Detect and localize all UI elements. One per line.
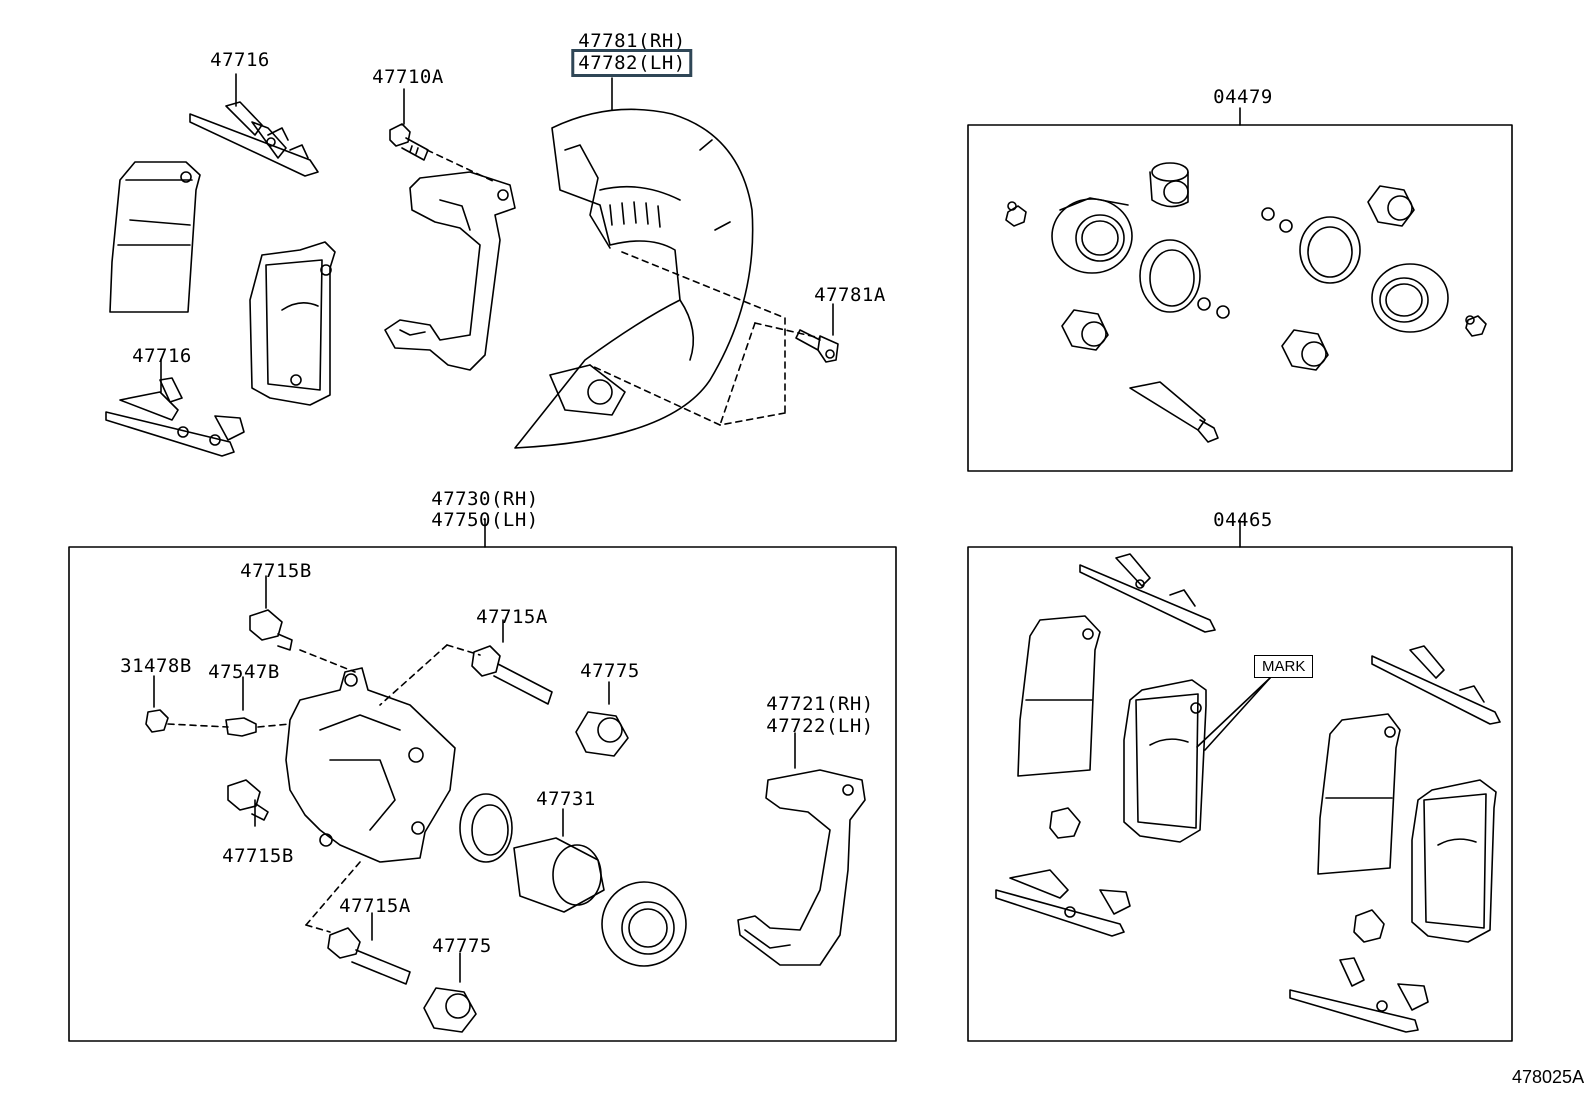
dust-cover-bolt bbox=[796, 330, 838, 362]
caliper-mounting-bracket bbox=[385, 172, 515, 370]
label-mounting-lh: 47722(LH) bbox=[766, 715, 874, 737]
label-bleeder-upper: 47715B bbox=[240, 560, 312, 582]
label-slide-pin-upper: 47715A bbox=[476, 606, 548, 628]
label-piston: 47731 bbox=[536, 788, 596, 810]
label-boot-lower: 47775 bbox=[432, 935, 492, 957]
label-dust-cover-lh: 47782(LH) bbox=[571, 49, 693, 77]
pad-kit-box bbox=[968, 547, 1512, 1041]
label-pad-fitting-lower: 47716 bbox=[132, 345, 192, 367]
disc-dust-cover bbox=[515, 109, 753, 448]
label-slide-pin-lower: 47715A bbox=[339, 895, 411, 917]
label-bleeder-lower: 47715B bbox=[222, 845, 294, 867]
dashed-guides bbox=[168, 150, 820, 932]
pad-fitting-kit-upper bbox=[190, 102, 318, 176]
cylinder-kit-box bbox=[968, 125, 1512, 471]
brake-pad-outer bbox=[110, 162, 200, 312]
label-cap: 31478B bbox=[120, 655, 192, 677]
label-pad-fitting-upper: 47716 bbox=[210, 49, 270, 71]
leader-lines bbox=[154, 74, 1270, 982]
label-caliper-rh: 47730(RH) bbox=[431, 488, 539, 510]
caliper-assembly-box bbox=[69, 547, 896, 1041]
cylinder-kit-parts bbox=[1006, 163, 1486, 442]
label-cylinder-kit: 04479 bbox=[1213, 86, 1273, 108]
pad-fitting-kit-lower bbox=[106, 378, 244, 456]
pad-kit-parts bbox=[996, 554, 1500, 1032]
figure-number: 478025A bbox=[1512, 1067, 1585, 1087]
label-caliper-lh: 47750(LH) bbox=[431, 509, 539, 531]
brake-pad-inner bbox=[250, 242, 335, 405]
mark-callout: MARK bbox=[1254, 655, 1314, 678]
label-mounting-rh: 47721(RH) bbox=[766, 693, 874, 715]
label-mounting-bolt: 47710A bbox=[372, 66, 444, 88]
label-bleeder-plug: 47547B bbox=[208, 661, 280, 683]
label-pad-kit: 04465 bbox=[1213, 509, 1273, 531]
label-dust-cover-rh: 47781(RH) bbox=[578, 30, 686, 52]
label-boot-upper: 47775 bbox=[580, 660, 640, 682]
mounting-bolt bbox=[390, 124, 428, 160]
caliper-parts bbox=[146, 610, 865, 1032]
label-dust-cover-bolt: 47781A bbox=[814, 284, 886, 306]
